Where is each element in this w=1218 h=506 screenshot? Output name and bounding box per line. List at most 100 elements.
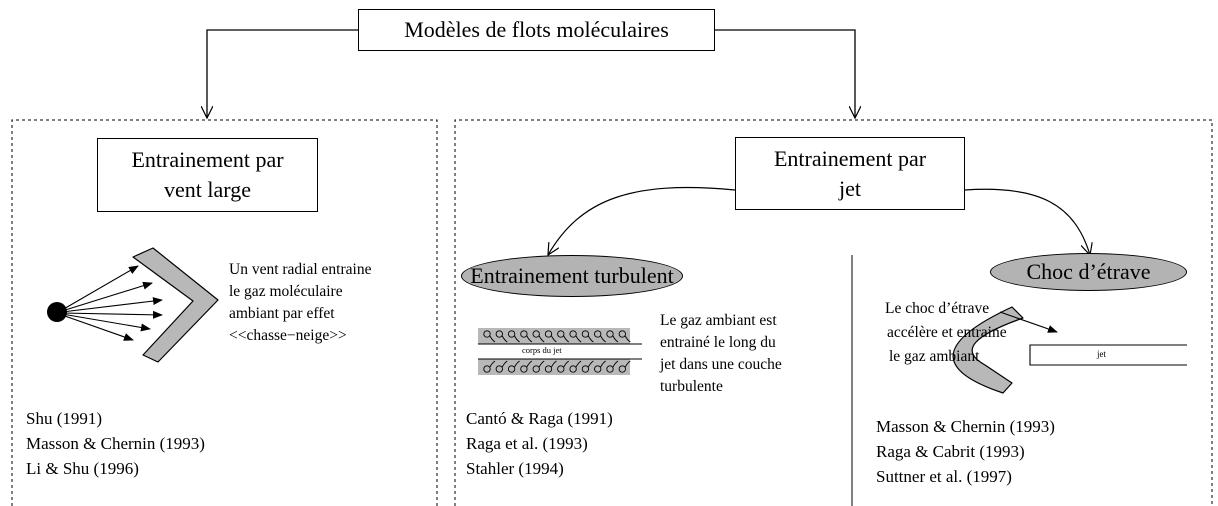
eddy-tail [501,335,508,343]
reference-item: Raga & Cabrit (1993) [876,442,1025,461]
jet-title-line-2: jet [839,175,861,201]
eddy-loop [520,365,528,373]
eddy-loop [606,365,614,373]
radial-wind-illustration [47,247,219,363]
wide-wind-description-line: ambiant par effet [229,305,335,322]
eddy-tail [612,335,619,343]
bow-label-pointer [999,311,1058,333]
eddy-loop [594,330,602,338]
wide-wind-title-line-2: vent large [164,177,251,202]
turbulent-references: Cantó & Raga (1991) Raga et al. (1993) S… [466,406,613,481]
eddy-loop [557,365,565,373]
curved-arrow-bow [964,188,1090,255]
eddy-tail [551,360,557,368]
turbulent-layer-top [478,328,630,344]
eddy-tail [624,360,631,368]
eddy-tail [612,360,619,368]
eddy-loop [569,365,577,373]
reference-item: Stahler (1994) [466,459,564,478]
eddy-loop [495,365,503,373]
eddy-tail [587,335,594,343]
eddy-tail [600,360,606,368]
eddy-tail [624,335,631,343]
turbulent-description-line: jet dans une couche [660,356,782,373]
eddy-tail [501,360,508,368]
reference-item: Masson & Chernin (1993) [876,417,1055,436]
wind-arrows [61,265,163,341]
wide-wind-description-line: Un vent radial entraine [229,261,372,278]
bow-shock-references: Masson & Chernin (1993) Raga & Cabrit (1… [876,414,1055,489]
eddy-loop [507,330,516,338]
turbulent-description-line: turbulente [660,378,723,395]
eddy-loop [532,330,540,338]
eddy-tail [575,360,582,368]
wide-wind-description-line: le gaz moléculaire [229,283,343,300]
eddy-tail [526,335,533,343]
reference-item: Suttner et al. (1997) [876,467,1012,486]
wide-wind-title-line-1: Entrainement par [131,147,284,172]
eddy-tail [526,360,533,368]
eddy-loop [483,330,491,338]
eddy-tail [563,360,570,368]
eddy-tail [538,360,545,368]
right-panel-border [454,119,1213,506]
top-connectors [207,29,855,118]
eddy-loop [557,330,565,338]
bow-shock-oval: Choc d’étrave [990,253,1187,291]
eddy-loop [495,330,503,338]
turbulent-entrainment-label: Entrainement turbulent [470,263,674,288]
turbulent-description: Le gaz ambiant est entrainé le long du j… [660,310,782,398]
eddy-loop [606,330,614,338]
eddy-loop [569,330,577,338]
wide-wind-title-box: Entrainement par vent large [97,138,318,212]
eddy-tail [600,335,606,343]
reference-item: Masson & Chernin (1993) [26,434,205,453]
wind-source-dot [47,302,67,322]
wide-wind-description: Un vent radial entraine le gaz moléculai… [229,259,371,347]
eddy-loop [581,365,590,373]
bow-shock-illustration [952,306,1187,394]
reference-item: Raga et al. (1993) [466,434,588,453]
eddy-loop [581,330,590,338]
turbulent-description-line: entrainé le long du [660,334,776,351]
top-title: Modèles de flots moléculaires [404,17,669,42]
turbulent-jet-illustration [478,328,642,375]
turbulent-layer-bottom [478,359,630,375]
jet-beam-label: jet [1097,349,1106,359]
eddy-loop [544,365,553,373]
curved-arrow-turbulent [548,187,736,255]
bow-shock-label: Choc d’étrave [1026,259,1151,284]
eddy-tail [551,335,557,343]
bow-shock-description-line: Le choc d’étrave [885,300,990,317]
left-panel-border [11,119,438,506]
eddy-loop [532,365,540,373]
reference-item: Shu (1991) [26,409,103,428]
eddy-loop [618,330,626,338]
eddy-loop [483,365,491,373]
wide-wind-references: Shu (1991) Masson & Chernin (1993) Li & … [26,406,205,481]
jet-beam-outline [1029,344,1187,366]
turbulent-description-line: Le gaz ambiant est [660,312,777,329]
bow-shock-description-line: le gaz ambiant [889,348,980,365]
bow-shock-description: Le choc d’étrave accélère et entraine le… [885,297,1007,369]
reference-item: Cantó & Raga (1991) [466,409,613,428]
eddy-tail [575,335,582,343]
eddy-tail [563,335,570,343]
eddy-tail [514,360,520,368]
eddy-tail [587,360,594,368]
wide-wind-description-line: <<chasse−neige>> [229,327,347,344]
eddy-loop [507,365,516,373]
eddy-tail [514,335,520,343]
bow-shock-description-line: accélère et entraine [887,324,1007,341]
eddy-loop [544,330,553,338]
turbulent-entrainment-oval: Entrainement turbulent [461,255,683,297]
top-title-box: Modèles de flots moléculaires [358,9,715,51]
eddy-tail [489,360,496,368]
bow-shock-shape [952,306,1024,394]
reference-item: Li & Shu (1996) [26,459,139,478]
eddy-tail [538,335,545,343]
jet-title-line-1: Entrainement par [773,145,927,171]
wind-shell-shape [132,247,219,363]
eddies-top [483,330,631,343]
